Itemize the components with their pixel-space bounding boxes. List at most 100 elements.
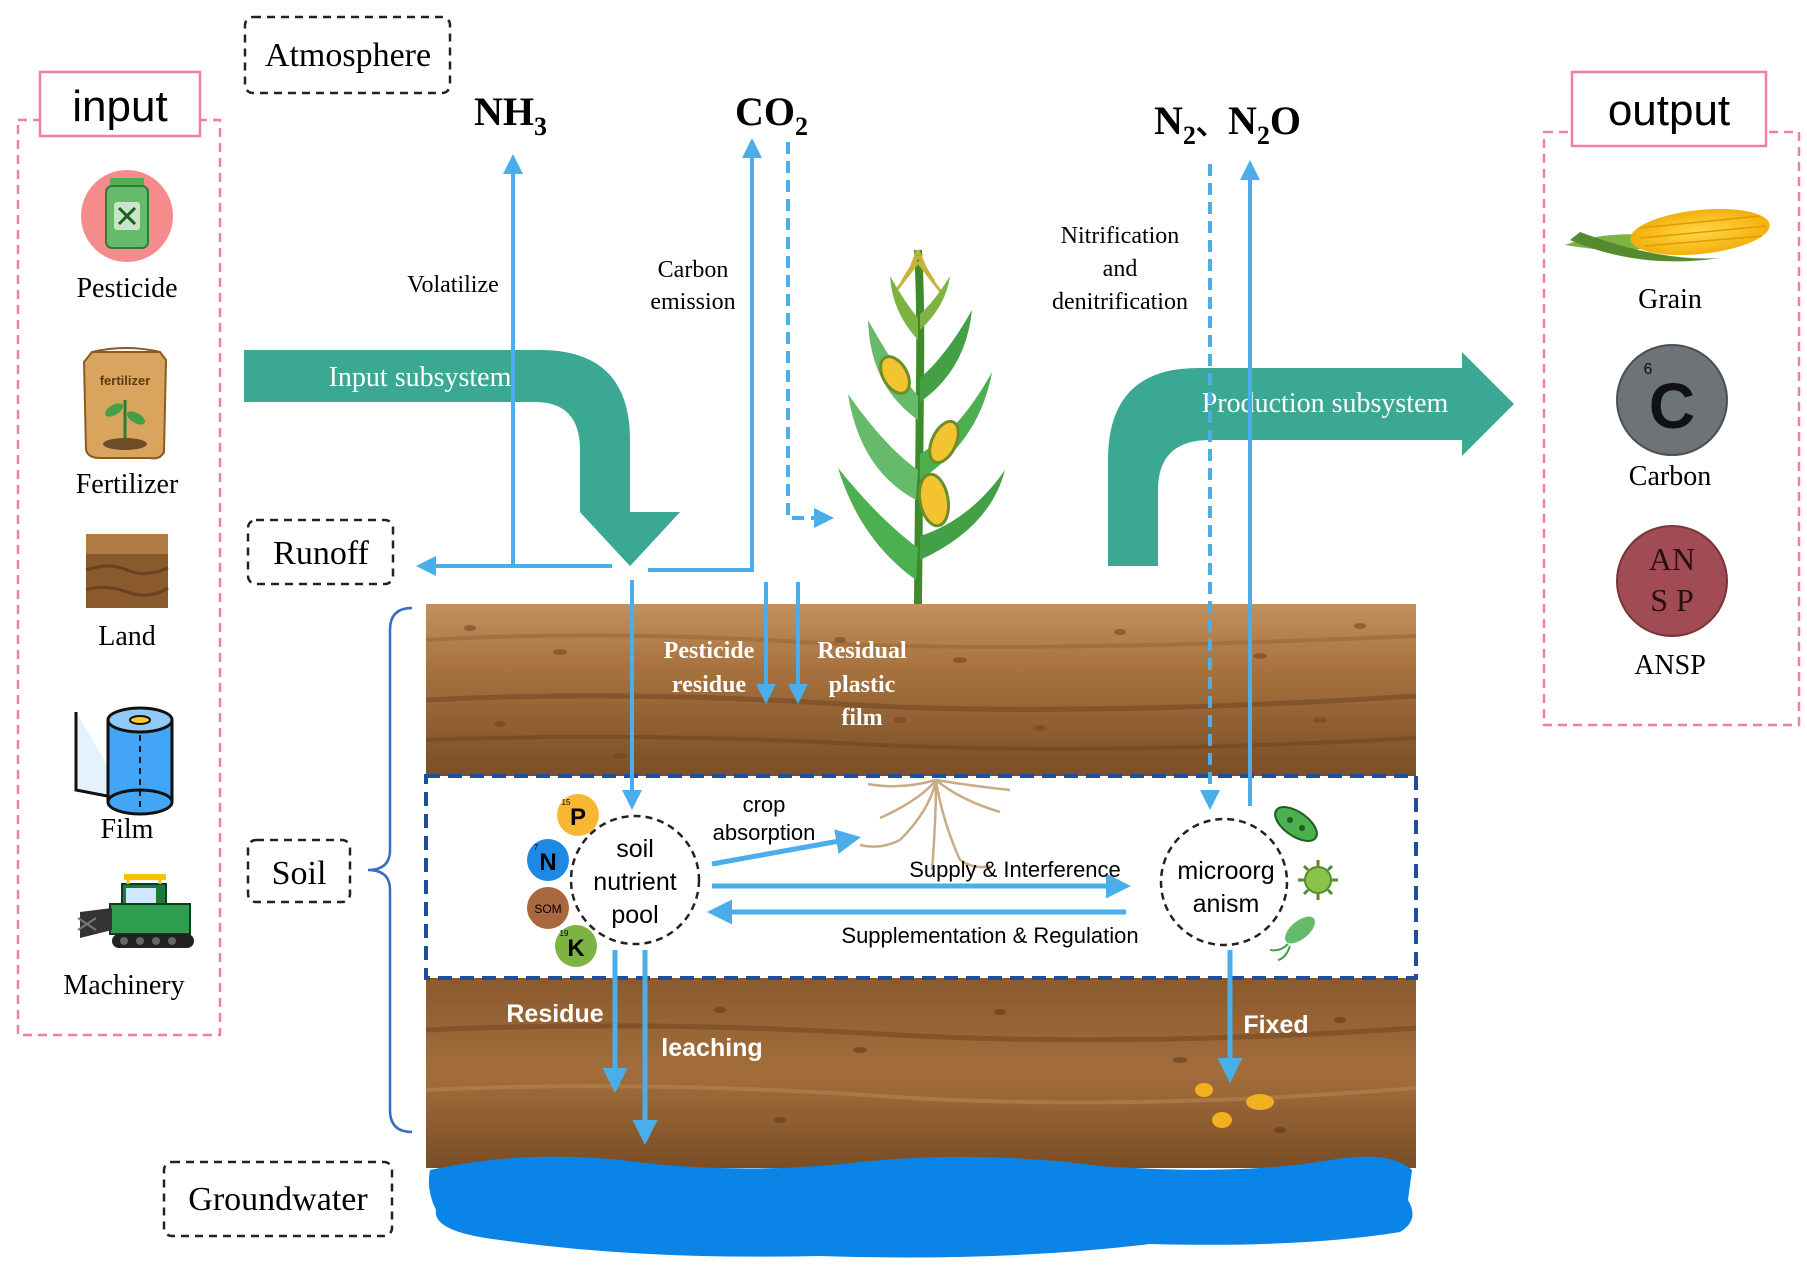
production-subsystem-label: Production subsystem: [1202, 388, 1449, 419]
nh3-main: NH: [474, 89, 534, 134]
carbon-element-icon: C 6: [1616, 344, 1728, 456]
fertilizer-bag-text: fertilizer: [100, 373, 151, 388]
microorganism-line2: anism: [1193, 890, 1260, 918]
n2-gas: N2、: [1154, 98, 1226, 150]
input-title-box: [38, 70, 202, 138]
svg-text:crop: crop: [743, 792, 786, 817]
fixed-label: Fixed: [1243, 1011, 1308, 1039]
leaching-label: leaching: [661, 1034, 762, 1062]
pool-line2: nutrient: [593, 868, 676, 896]
nitrification-label: Nitrification and denitrification: [1052, 223, 1188, 315]
fixed-particles-icon: [1195, 1083, 1274, 1128]
phosphorus-icon: P 15: [557, 794, 599, 836]
pool-line3: pool: [611, 901, 658, 929]
carbon-emission-arrow: [648, 138, 762, 572]
runoff-tag: Runoff: [246, 518, 395, 586]
pesticide-label: Pesticide: [76, 273, 177, 304]
carbon-atomic-number: 6: [1644, 361, 1653, 378]
soil-nutrient-pool: soil nutrient pool: [569, 814, 701, 946]
n2-separator: 、: [1196, 108, 1226, 141]
carbon-label: Carbon: [1629, 461, 1711, 492]
atmosphere-tag: Atmosphere: [243, 15, 452, 95]
potassium-icon: K 19: [555, 925, 597, 967]
volatilize-label: Volatilize: [407, 272, 499, 298]
ansp-label: ANSP: [1634, 650, 1706, 681]
production-subsystem-arrow: Production subsystem: [1108, 352, 1514, 566]
ansp-badge-line2: S P: [1650, 582, 1694, 618]
fertilizer-bag-icon: fertilizer: [82, 347, 168, 460]
svg-text:denitrification: denitrification: [1052, 289, 1188, 315]
plant-roots-icon: [859, 778, 1011, 871]
soil-tag: Soil: [246, 838, 352, 904]
soil-label: Soil: [272, 855, 327, 892]
nh3-subscript: 3: [534, 112, 547, 141]
nitrogen-icon: N 7: [527, 839, 569, 881]
co2-subscript: 2: [795, 112, 808, 141]
co2-gas: CO2: [735, 89, 808, 141]
n2o-o: O: [1270, 98, 1301, 143]
svg-text:SOM: SOM: [534, 902, 561, 916]
land-soil-icon: [85, 534, 169, 608]
groundwater-label: Groundwater: [188, 1181, 368, 1218]
fertilizer-label: Fertilizer: [76, 469, 179, 500]
input-panel-border: [16, 118, 222, 1037]
svg-text:Residual: Residual: [817, 638, 907, 664]
ansp-badge-icon: AN S P: [1616, 525, 1728, 637]
input-subsystem-arrow: Input subsystem: [244, 350, 680, 566]
n2-subscript: 2: [1183, 121, 1196, 150]
co2-uptake-arrow: [786, 142, 834, 528]
svg-text:N2、: N2、: [1154, 98, 1226, 150]
corn-plant-icon: [838, 249, 1005, 605]
input-title: input: [72, 82, 167, 131]
svg-text:Carbon: Carbon: [658, 257, 729, 283]
bacteria-icon: [1274, 806, 1318, 842]
svg-text:19: 19: [560, 929, 569, 938]
n2o-gas: N2O: [1228, 98, 1301, 150]
svg-text:residue: residue: [672, 672, 747, 698]
groundwater-body: [428, 1156, 1413, 1258]
microorganism-line1: microorg: [1177, 857, 1274, 885]
corn-cob-icon: [1565, 208, 1770, 262]
microorganism-pool: microorg anism: [1159, 817, 1289, 947]
input-panel: input Pesticide fertilizer Fertilizer: [16, 70, 222, 1037]
supplementation-regulation-label: Supplementation & Regulation: [841, 923, 1138, 948]
topsoil-layer: [425, 604, 1417, 776]
svg-text:P: P: [570, 804, 586, 831]
runoff-label: Runoff: [273, 535, 369, 572]
carbon-symbol: C: [1649, 370, 1695, 442]
flow-arrows: [416, 138, 1260, 1145]
svg-text:film: film: [841, 705, 882, 731]
land-label: Land: [98, 621, 156, 652]
film-label: Film: [101, 814, 154, 845]
som-icon: SOM: [527, 887, 569, 929]
svg-text:NH3: NH3: [474, 89, 547, 141]
harvester-machinery-icon: [77, 874, 194, 948]
svg-text:plastic: plastic: [829, 672, 896, 698]
virus-icon: [1298, 860, 1338, 900]
crop-absorption-label: crop absorption: [713, 792, 816, 845]
svg-text:Pesticide: Pesticide: [664, 638, 755, 664]
output-title-box: [1570, 70, 1768, 148]
pool-line1: soil: [616, 835, 654, 863]
svg-text:Nitrification: Nitrification: [1061, 223, 1180, 249]
n2o-n: N: [1228, 98, 1257, 143]
residue-label: Residue: [506, 1000, 603, 1028]
input-subsystem-label: Input subsystem: [329, 362, 512, 393]
co2-main: CO: [735, 89, 795, 134]
svg-text:emission: emission: [650, 289, 735, 315]
svg-text:N: N: [539, 849, 556, 876]
groundwater-tag: Groundwater: [162, 1160, 394, 1238]
grain-label: Grain: [1638, 284, 1702, 315]
svg-text:N2O: N2O: [1228, 98, 1301, 150]
pesticide-bottle-icon: [81, 170, 173, 262]
output-panel: output Grain C 6 Carbon AN S P ANSP: [1542, 70, 1801, 727]
pesticide-residue-label: Pesticide residue: [664, 638, 755, 698]
ansp-badge-line1: AN: [1649, 541, 1695, 577]
svg-text:7: 7: [534, 843, 539, 852]
crop-absorption-arrow: [711, 829, 861, 867]
protozoa-icon: [1269, 916, 1315, 961]
residual-plastic-film-label: Residual plastic film: [817, 638, 907, 731]
output-title: output: [1608, 86, 1730, 135]
svg-text:and: and: [1103, 256, 1138, 282]
